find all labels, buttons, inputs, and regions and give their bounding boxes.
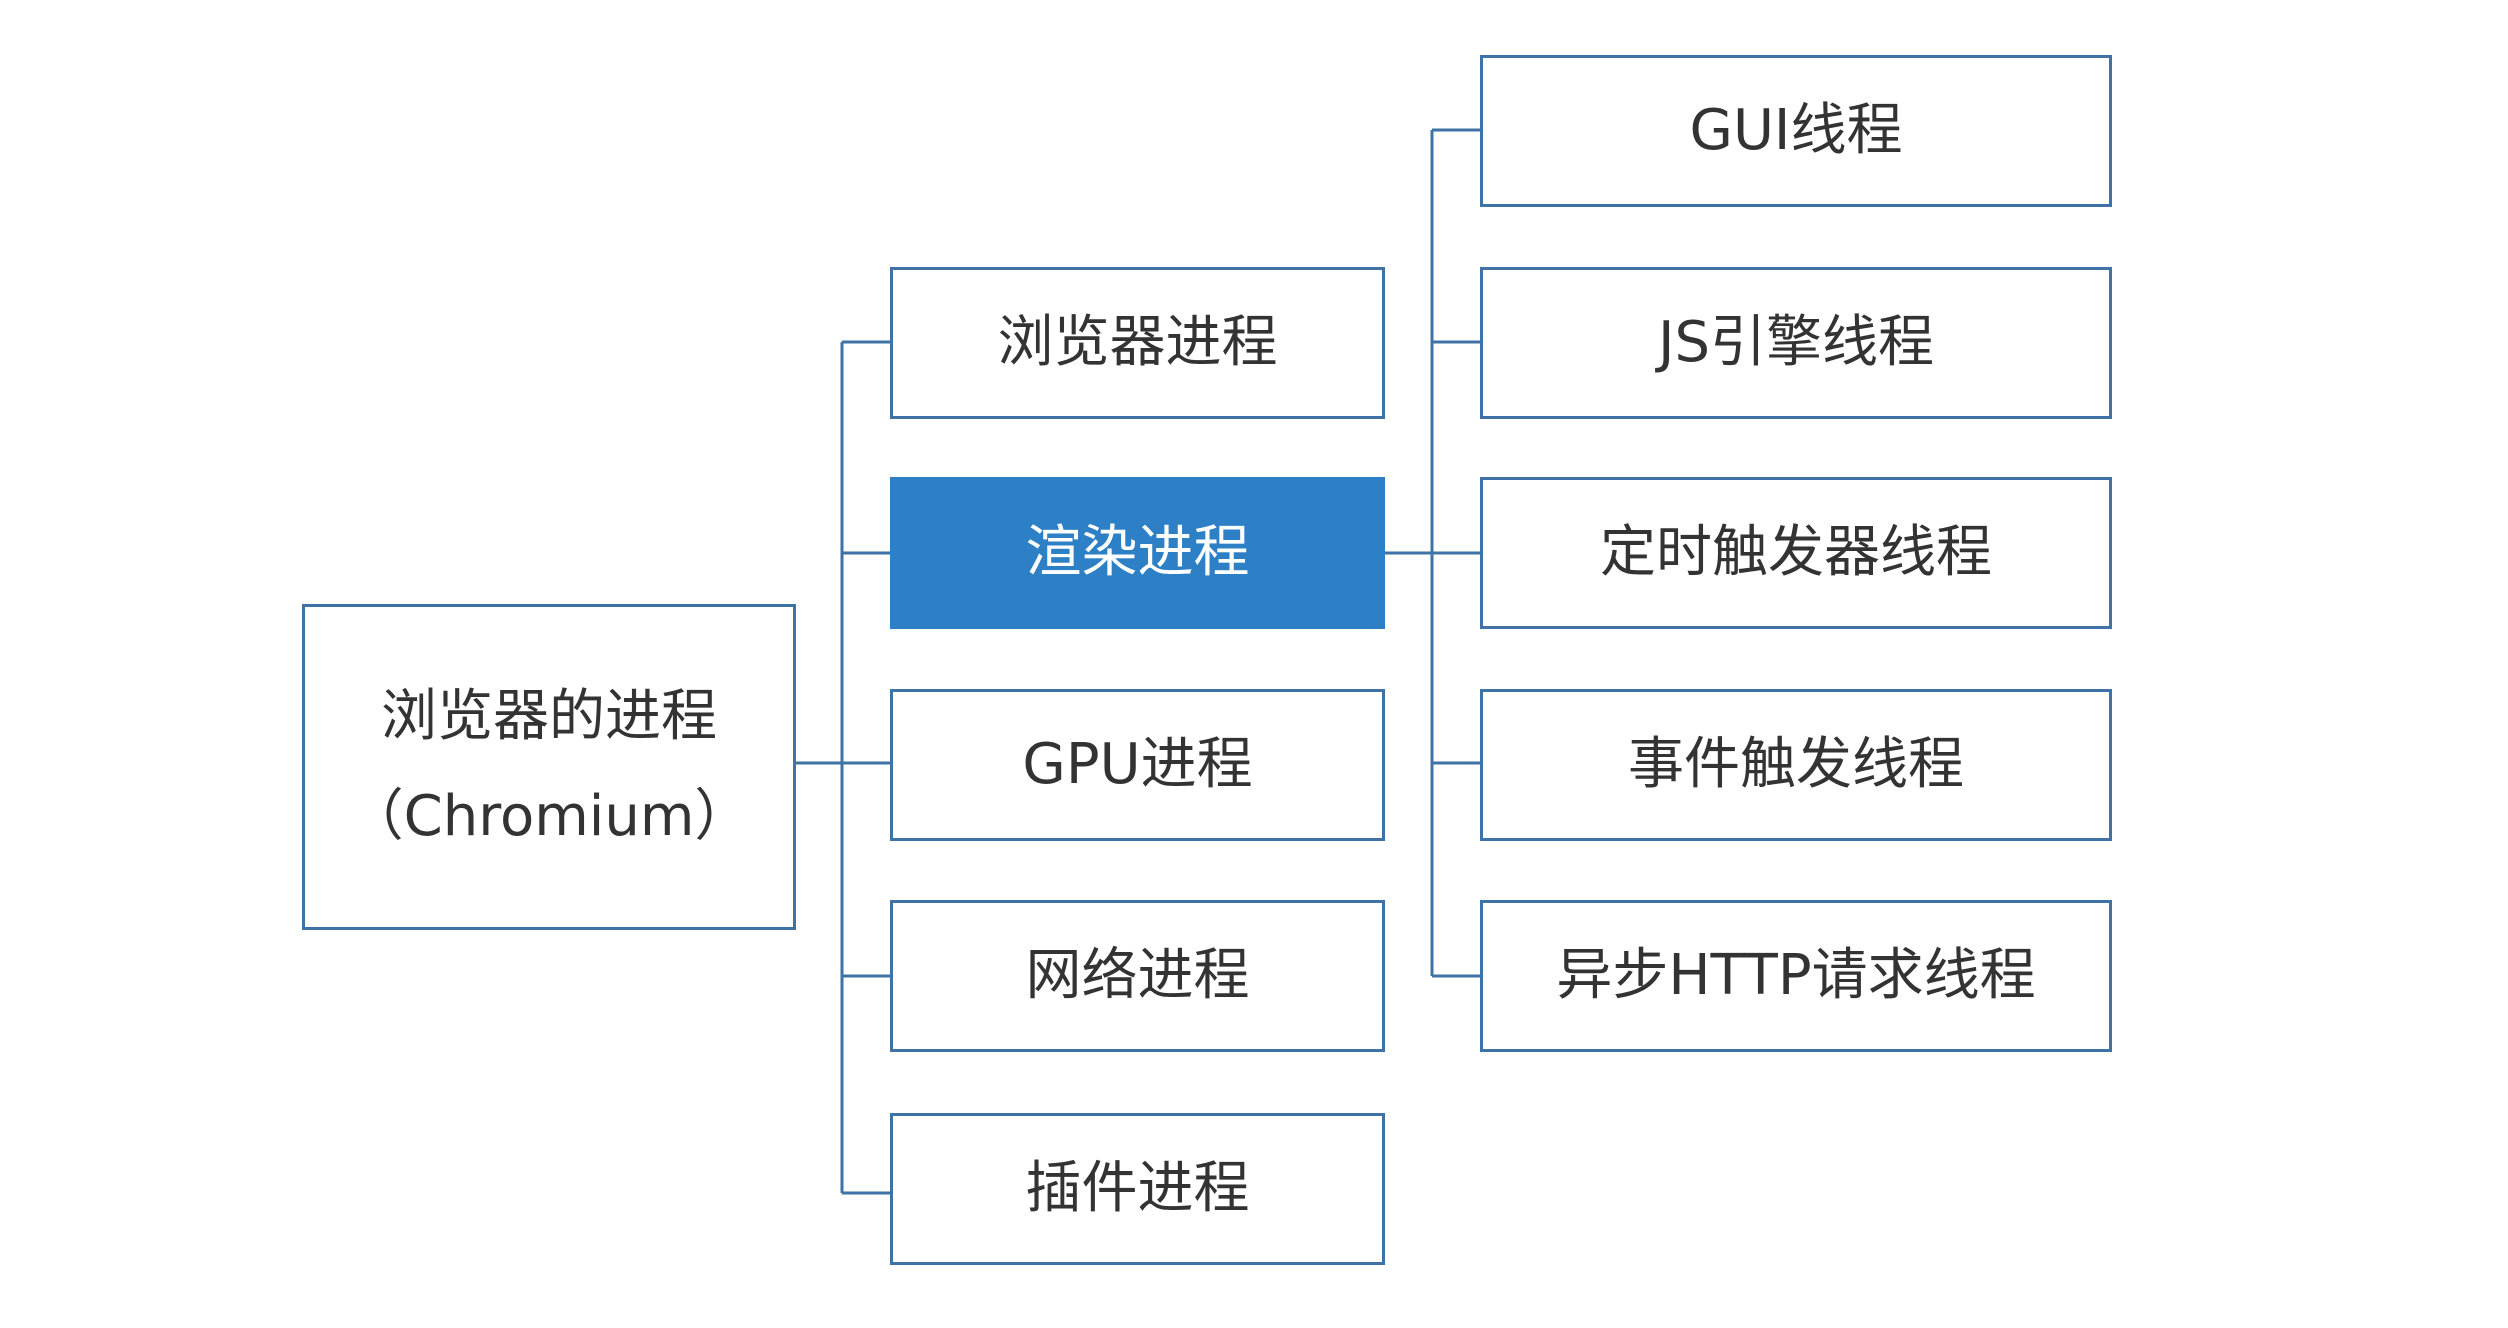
process-label: GPU进程 — [1022, 732, 1253, 797]
process-label: 渲染进程 — [1025, 520, 1250, 585]
thread-node-event: 事件触发线程 — [1480, 689, 2112, 841]
process-label: 浏览器进程 — [997, 310, 1278, 375]
process-node-network: 网络进程 — [890, 900, 1385, 1052]
process-node-plugin: 插件进程 — [890, 1113, 1385, 1265]
thread-label: 事件触发线程 — [1628, 732, 1964, 797]
process-node-gpu: GPU进程 — [890, 689, 1385, 841]
thread-node-gui: GUI线程 — [1480, 55, 2112, 207]
process-node-renderer: 渲染进程 — [890, 477, 1385, 629]
process-label: 插件进程 — [1025, 1156, 1250, 1221]
thread-label: 异步HTTP请求线程 — [1556, 943, 2036, 1008]
process-label: 网络进程 — [1025, 943, 1250, 1008]
thread-label: JS引擎线程 — [1657, 310, 1935, 375]
root-label-line1: 浏览器的进程 — [381, 684, 717, 749]
thread-node-js-engine: JS引擎线程 — [1480, 267, 2112, 419]
thread-node-timer: 定时触发器线程 — [1480, 477, 2112, 629]
process-node-browser: 浏览器进程 — [890, 267, 1385, 419]
thread-label: GUI线程 — [1689, 98, 1903, 163]
root-label-line2: （Chromium） — [347, 784, 751, 849]
thread-label: 定时触发器线程 — [1600, 520, 1992, 585]
thread-node-async-http: 异步HTTP请求线程 — [1480, 900, 2112, 1052]
root-node: 浏览器的进程 （Chromium） — [302, 604, 796, 930]
